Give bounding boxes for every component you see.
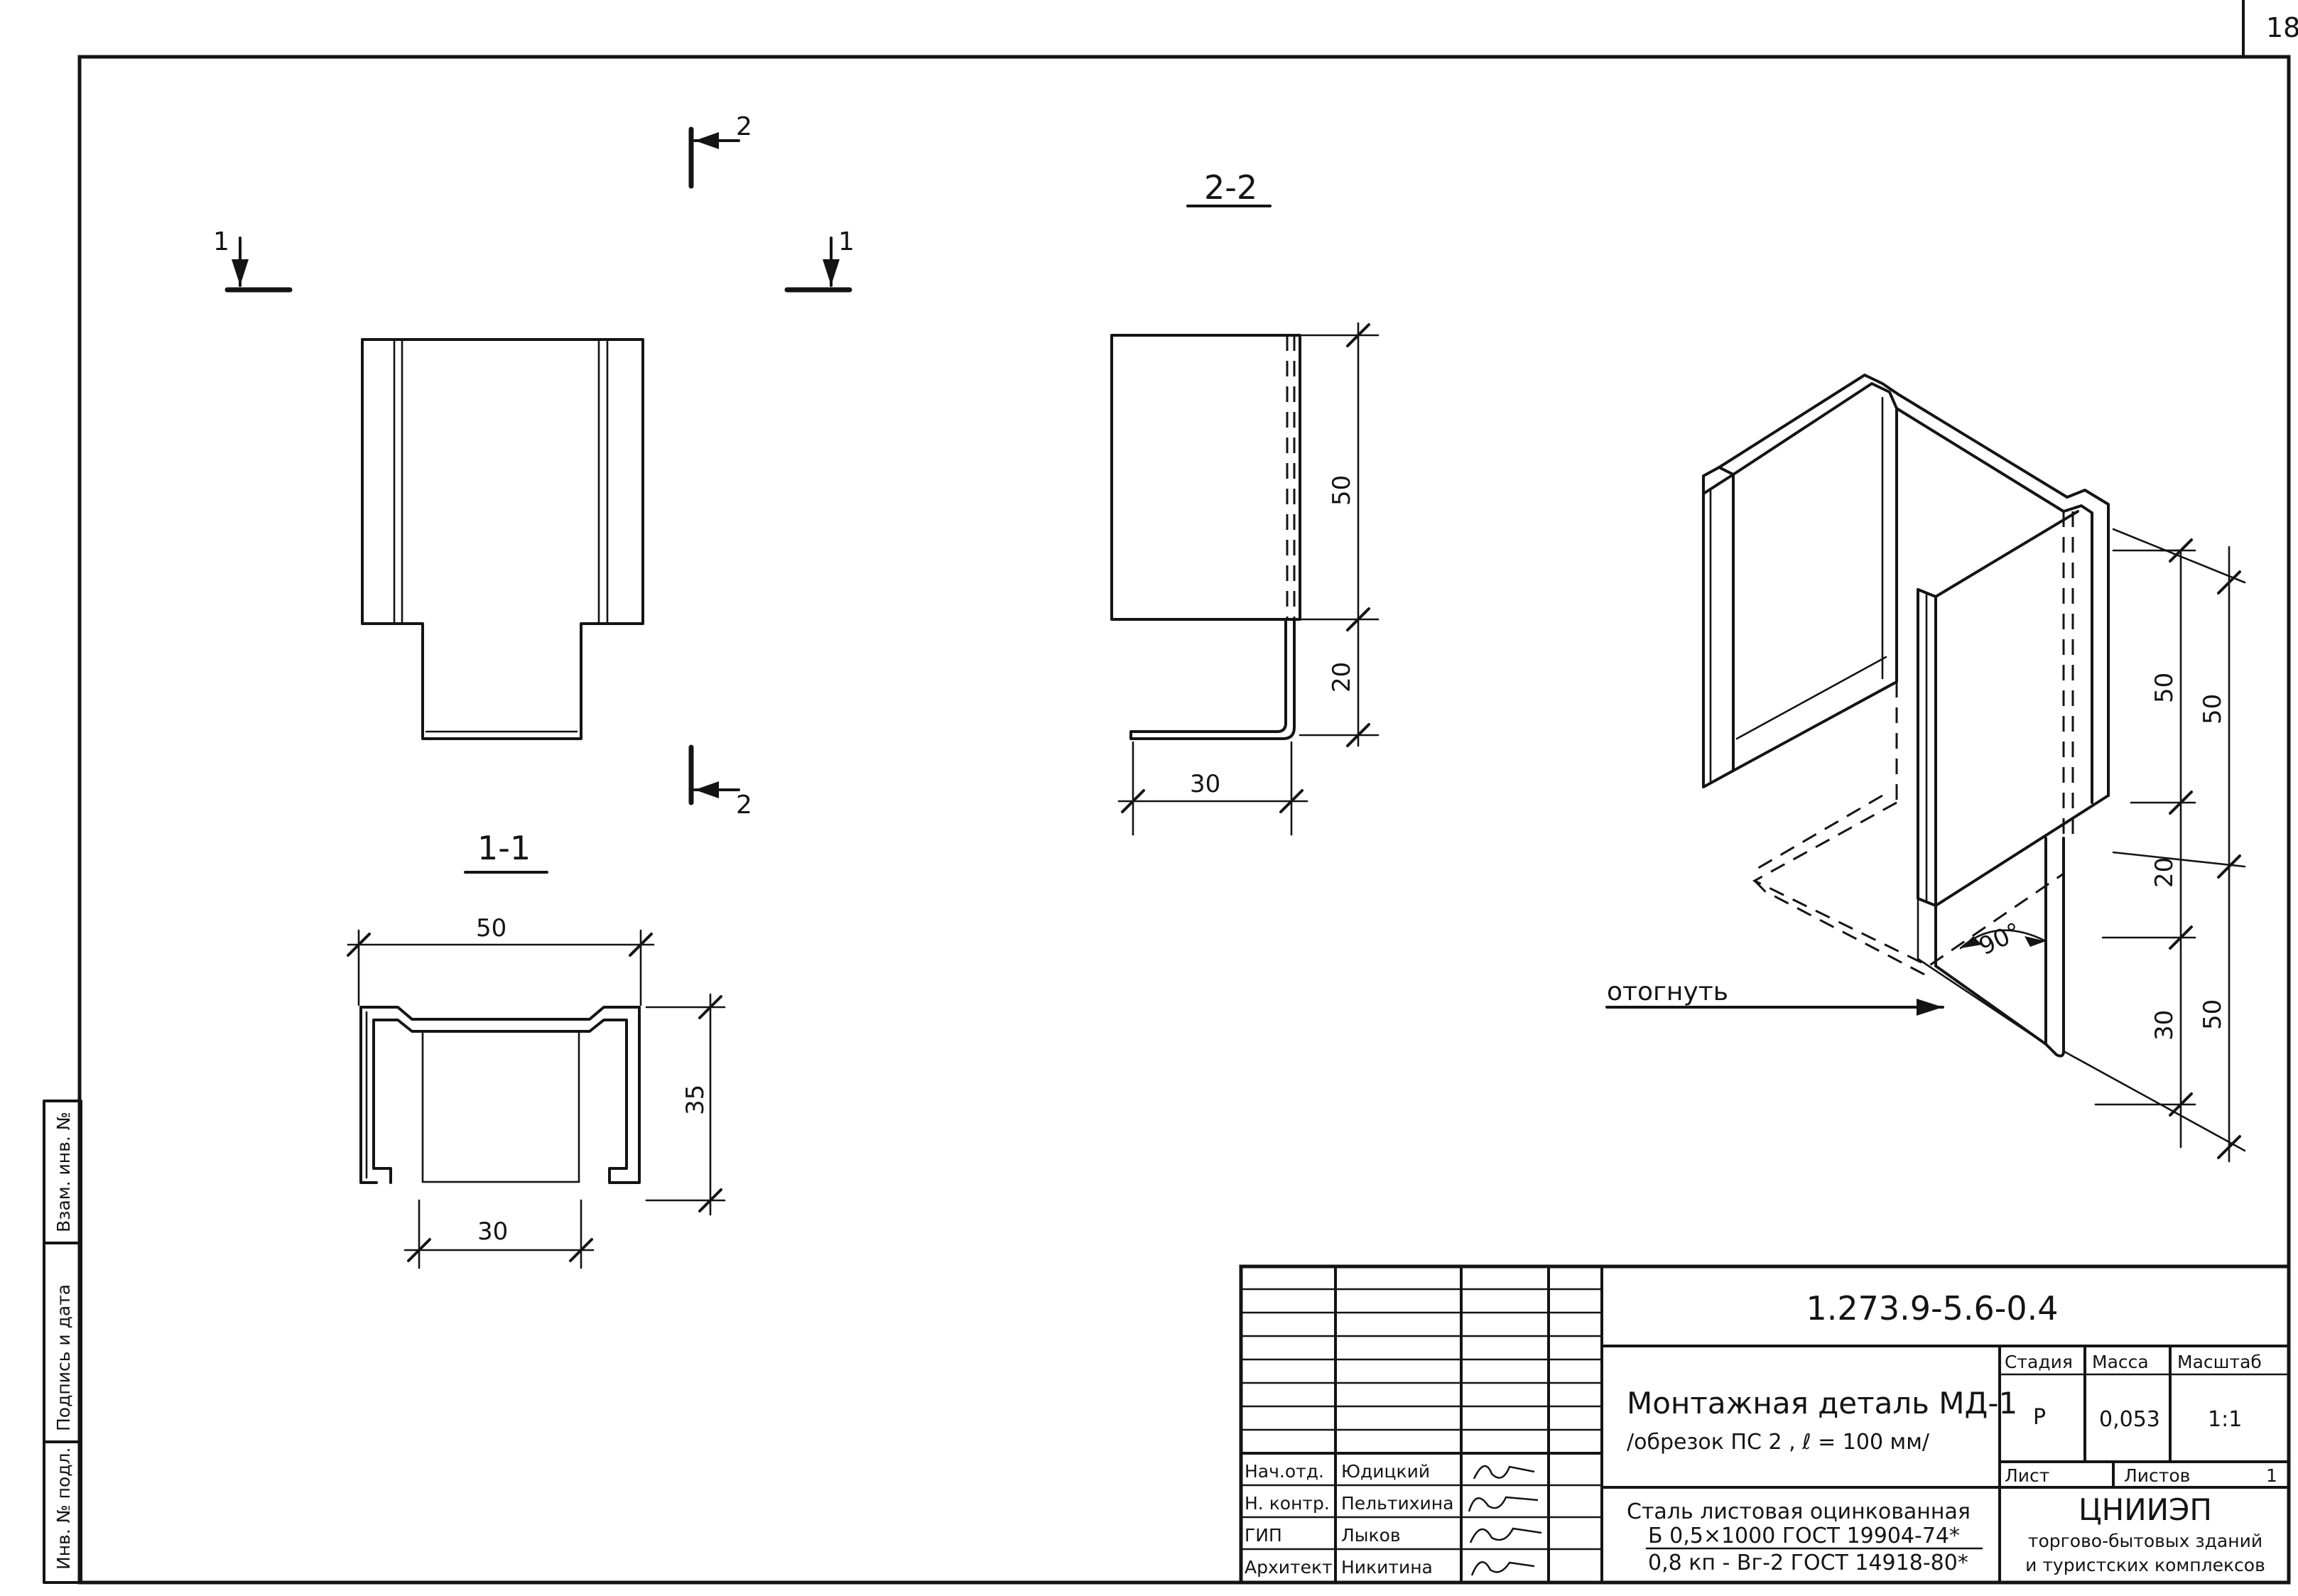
front-view: 1 1 2 2 [213, 112, 855, 820]
iso-dim-50-outer-bottom: 50 [2199, 999, 2227, 1030]
svg-text:1: 1 [838, 227, 855, 256]
signature-mark [1473, 1465, 1535, 1480]
sheet-label: Лист [2005, 1465, 2049, 1486]
dim-2-2-lower: 20 [1328, 662, 1356, 693]
side-stamp: Инв. № подл. Подпись и дата Взам. инв. № [43, 1100, 82, 1584]
org-line-1: ЦНИИЭП [2079, 1492, 2212, 1527]
scale-value: 1:1 [2208, 1407, 2242, 1432]
signature-mark [1468, 1496, 1539, 1512]
iso-angle-label: 90° [1975, 917, 2026, 961]
sheet-number: 18 [2266, 12, 2298, 43]
svg-text:2: 2 [736, 791, 752, 820]
cut-marker-2-top: 2 [688, 112, 752, 189]
iso-dim-50-outer-top: 50 [2199, 694, 2227, 724]
org-line-2: торгово-бытовых зданий [2028, 1531, 2262, 1551]
org-line-3: и туристских комплексов [2025, 1555, 2265, 1575]
signature-mark [1469, 1527, 1542, 1543]
isometric-view: 90° отогнуть 50 20 30 50 50 [1605, 374, 2246, 1163]
sheets-label: Листов [2124, 1465, 2190, 1486]
side-stamp-inv-podl: Инв. № подл. [53, 1448, 74, 1570]
iso-dim-20: 20 [2150, 857, 2179, 888]
dim-1-1-inner: 30 [477, 1217, 508, 1246]
svg-text:Юдицкий: Юдицкий [1341, 1461, 1430, 1482]
material-line-3: 0,8 кп - Вг-2 ГОСТ 14918-80* [1648, 1551, 1968, 1575]
signature-row-n-kontr: Н. контр. Пельтихина [1245, 1493, 1539, 1514]
svg-text:ГИП: ГИП [1245, 1525, 1282, 1546]
title-block: Нач.отд. Юдицкий Н. контр. Пельтихина ГИ… [1239, 1264, 2291, 1585]
svg-text:Н. контр.: Н. контр. [1245, 1493, 1330, 1514]
signature-row-arhitekt: Архитект. Никитина [1245, 1557, 1535, 1578]
dim-1-1-height: 35 [681, 1085, 710, 1115]
side-stamp-podpis: Подпись и дата [53, 1284, 74, 1431]
signature-mark [1470, 1561, 1535, 1576]
svg-text:Лыков: Лыков [1341, 1525, 1401, 1546]
stage-header: Стадия [2005, 1352, 2073, 1372]
iso-dim-50-inner: 50 [2150, 673, 2179, 703]
section-1-1: 1-1 50 35 30 [347, 829, 726, 1269]
bend-note: отогнуть [1607, 977, 1728, 1006]
drawing-frame: 18 [77, 0, 2298, 1585]
side-stamp-vzam: Взам. инв. № [53, 1112, 74, 1232]
dim-1-1-width: 50 [476, 914, 506, 943]
scale-header: Масштаб [2177, 1352, 2262, 1372]
svg-text:1: 1 [213, 227, 229, 256]
sheets-value: 1 [2266, 1465, 2277, 1486]
svg-text:Никитина: Никитина [1341, 1557, 1433, 1578]
dim-2-2-upper: 50 [1328, 475, 1356, 506]
iso-dim-30: 30 [2150, 1010, 2179, 1041]
svg-text:2: 2 [736, 112, 752, 141]
cut-marker-1-right: 1 [784, 227, 855, 293]
section-1-1-title: 1-1 [477, 829, 531, 867]
material-line-2: Б 0,5×1000 ГОСТ 19904-74* [1648, 1524, 1960, 1548]
section-2-2-title: 2-2 [1204, 168, 1257, 207]
svg-text:Архитект.: Архитект. [1245, 1557, 1338, 1578]
section-2-2: 2-2 50 20 30 [1110, 168, 1380, 836]
cut-marker-2-bottom: 2 [688, 744, 752, 820]
title-line-2: /обрезок ПС 2 , ℓ = 100 мм/ [1627, 1430, 1930, 1455]
mass-value: 0,053 [2099, 1407, 2160, 1432]
dim-2-2-flange: 30 [1190, 770, 1220, 798]
doc-code: 1.273.9-5.6-0.4 [1806, 1289, 2058, 1328]
title-line-1: Монтажная деталь МД-1 [1627, 1386, 2017, 1421]
cut-marker-1-left: 1 [213, 227, 293, 293]
material-line-1: Сталь листовая оцинкованная [1627, 1499, 1971, 1524]
svg-text:Нач.отд.: Нач.отд. [1245, 1461, 1324, 1482]
signature-row-nach-otd: Нач.отд. Юдицкий [1245, 1461, 1535, 1482]
mass-header: Масса [2092, 1352, 2149, 1372]
stage-value: Р [2033, 1405, 2046, 1430]
svg-text:Пельтихина: Пельтихина [1341, 1493, 1453, 1514]
signature-row-gip: ГИП Лыков [1245, 1525, 1542, 1546]
